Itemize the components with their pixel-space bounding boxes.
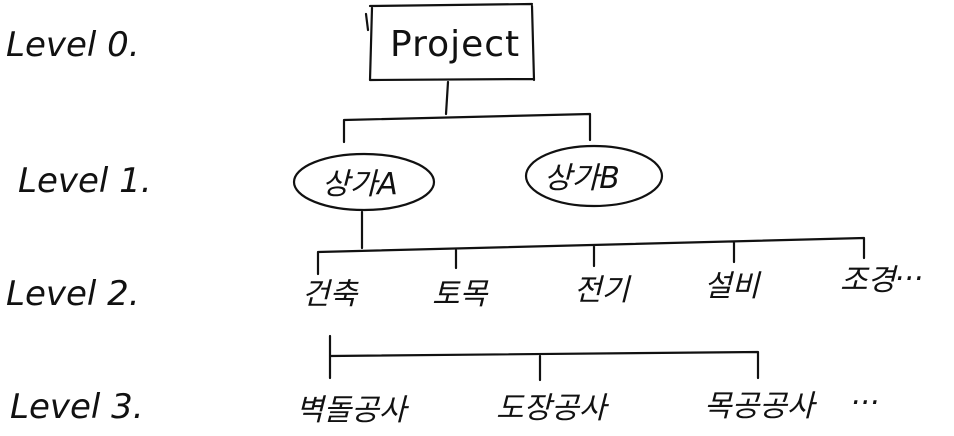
root-box [364,2,536,82]
level1-node-b-ellipse [524,144,664,208]
level1-node-a-label: 상가A [322,167,398,202]
level1-node-a-ellipse [292,152,436,212]
level2-connectors [316,210,866,276]
level2-item-3: 전기 [574,273,632,308]
level-2-label: Level 2. [6,274,140,314]
level-3-label: Level 3. [10,387,144,427]
level2-item-5: 조경 [840,263,899,298]
level2-item-4: 설비 [704,269,762,304]
level3-item-3: 목공공사 [704,389,818,424]
level2-item-2: 토목 [432,277,489,312]
root-node: Project [364,2,536,82]
root-label: Project [390,24,520,65]
level3-connectors [328,334,760,382]
level3-ellipsis: ... [852,377,881,412]
level1-node-b: 상가B [524,144,664,208]
level2-item-1: 건축 [302,277,360,312]
level3-item-2: 도장공사 [496,391,610,426]
root-connectors [342,80,592,144]
level1-node-a: 상가A [292,152,436,212]
level-0-label: Level 0. [6,25,140,65]
level2-ellipsis: ... [896,253,925,288]
level1-node-b-label: 상가B [544,161,620,196]
level3-item-1: 벽돌공사 [296,393,410,428]
level-1-label: Level 1. [18,161,152,201]
